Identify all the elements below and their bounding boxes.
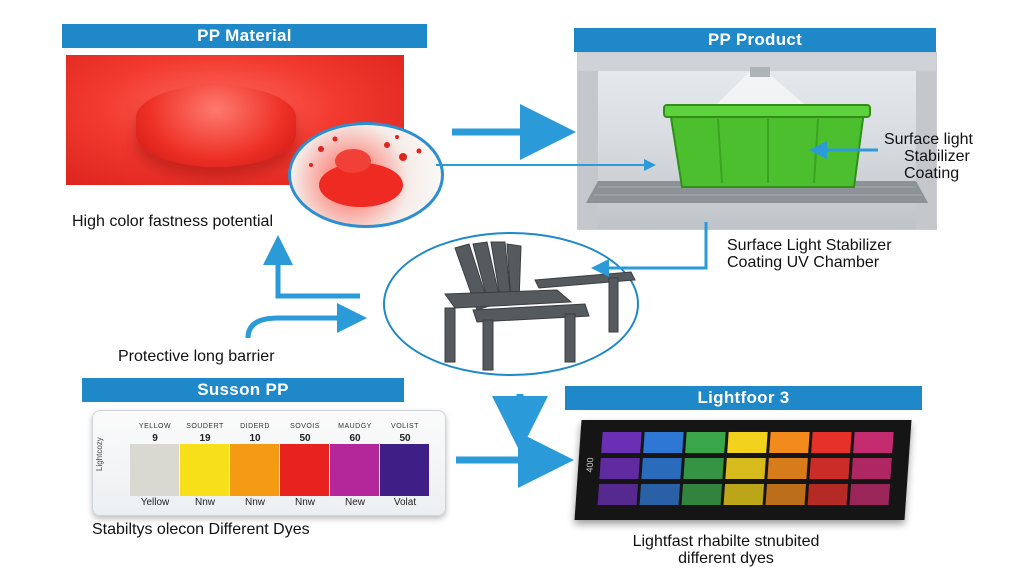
swatch-color xyxy=(230,444,279,496)
lightfoor-title: Lightfoor 3 xyxy=(697,388,790,407)
arrow-chair-to-material xyxy=(263,235,360,299)
material-zoom-circle xyxy=(288,122,444,228)
swatch-color xyxy=(280,444,329,496)
uv-caption-line-1: Surface Light Stabilizer xyxy=(727,237,892,254)
surface-light-callout: Surface light Stabilizer Coating xyxy=(884,131,973,182)
swatch-header: SOVOIS xyxy=(290,423,320,430)
swatch-value: 50 xyxy=(299,433,311,444)
swatch-header: SOUDERT xyxy=(186,423,224,430)
swatch-header: YELLOW xyxy=(138,423,172,430)
protective-barrier-caption: Protective long barrier xyxy=(118,348,275,365)
uv-chamber-photo xyxy=(577,52,937,230)
susson-caption: Stabiltys olecon Different Dyes xyxy=(92,521,310,538)
callout-line-2: Stabilizer xyxy=(904,148,970,165)
arrow-product-to-chair xyxy=(591,222,708,277)
swatch-header: DIDERD xyxy=(240,423,270,430)
callout-line-1: Surface light xyxy=(884,131,973,148)
chair-circle xyxy=(383,232,639,376)
swatch-value: 19 xyxy=(199,433,211,444)
swatch-color xyxy=(380,444,429,496)
swatch-footer: New xyxy=(344,497,365,508)
swatch-footer: Nnw xyxy=(294,497,315,508)
callout-line-3: Coating xyxy=(904,165,960,182)
swatch-color xyxy=(330,444,379,496)
uv-caption-line-2: Coating UV Chamber xyxy=(727,254,880,271)
swatch-color xyxy=(180,444,229,496)
swatch-value: 50 xyxy=(399,433,411,444)
susson-pp-banner: Susson PP xyxy=(82,378,404,402)
pp-product-title: PP Product xyxy=(707,30,803,49)
droplets-icon xyxy=(309,135,422,207)
lightfoor-banner: Lightfoor 3 xyxy=(565,386,922,410)
adirondack-chair-icon xyxy=(444,241,636,371)
pp-material-caption: High color fastness potential xyxy=(72,213,273,230)
uv-chamber-caption: Surface Light Stabilizer Coating UV Cham… xyxy=(727,237,892,271)
swatch-header: VOLIST xyxy=(391,423,419,430)
swatch-value: 9 xyxy=(152,433,158,444)
pp-material-banner: PP Material xyxy=(62,24,427,48)
swatch-color xyxy=(130,444,179,496)
pp-material-title: PP Material xyxy=(197,26,292,45)
green-bin-icon xyxy=(578,53,936,229)
pp-material-photo xyxy=(66,55,404,185)
swatch-value: 60 xyxy=(349,433,361,444)
swatch-header: MAUDGY xyxy=(338,423,372,430)
susson-pp-title: Susson PP xyxy=(197,380,289,399)
swatch-footer: Volat xyxy=(393,497,417,508)
swatch-footer: Yellow xyxy=(140,497,170,508)
pp-product-banner: PP Product xyxy=(574,28,936,52)
pp-pellet-image xyxy=(136,85,296,167)
lightfoor-caption: Lightfast rhabilte stnubited different d… xyxy=(576,533,876,567)
lightfoor-caption-line-2: different dyes xyxy=(678,550,774,567)
arrow-barrier-to-chair xyxy=(245,303,367,339)
swatch-footer: Nnw xyxy=(244,497,265,508)
lightfoor-caption-line-1: Lightfast rhabilte stnubited xyxy=(632,533,820,550)
swatch-value: 10 xyxy=(249,433,261,444)
swatch-footer: Nnw xyxy=(194,497,215,508)
